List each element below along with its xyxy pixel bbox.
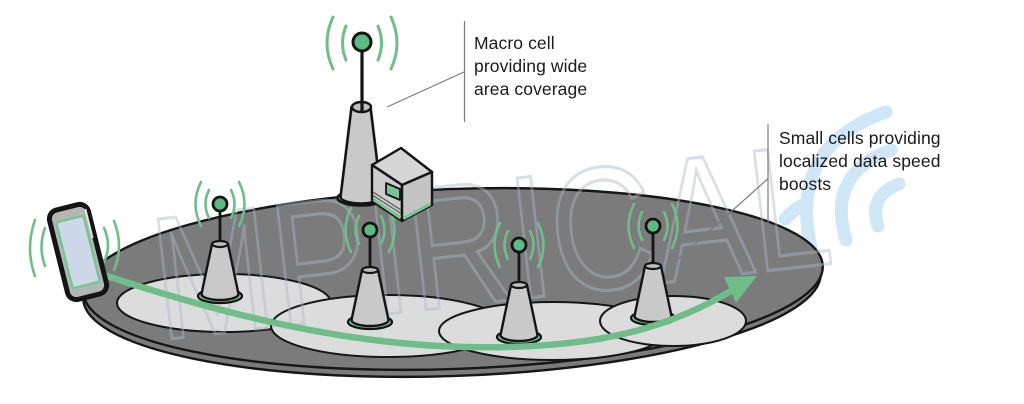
caption-line: Small cells providing bbox=[779, 128, 941, 148]
signal-wave-icon bbox=[376, 24, 383, 62]
device-screen bbox=[55, 214, 101, 290]
small-cells-caption: Small cells providing localized data spe… bbox=[779, 127, 941, 196]
caption-line: providing wide bbox=[474, 56, 588, 76]
arrowhead-icon bbox=[724, 276, 757, 303]
signal-wave-icon bbox=[325, 15, 335, 71]
cabinet-panel bbox=[385, 182, 401, 201]
signal-wave-icon bbox=[112, 219, 121, 272]
mobile-device bbox=[28, 201, 121, 303]
signal-arcs-logo-watermark bbox=[778, 105, 906, 259]
signal-wave-icon bbox=[389, 15, 399, 71]
caption-line: area coverage bbox=[474, 79, 588, 99]
caption-line: boosts bbox=[779, 174, 832, 194]
signal-wave-icon bbox=[40, 226, 47, 268]
equipment-cabinet bbox=[370, 146, 434, 223]
signal-wave-icon bbox=[341, 24, 348, 62]
macro-cell-caption: Macro cell providing wide area coverage bbox=[474, 32, 587, 101]
cabinet-green-trim bbox=[372, 198, 402, 220]
watermark-text: MPIRICAL bbox=[142, 107, 840, 378]
caption-line: localized data speed bbox=[779, 151, 941, 171]
caption-line: Macro cell bbox=[474, 33, 555, 53]
signal-wave-icon bbox=[28, 218, 37, 278]
cabinet-green-trim bbox=[402, 202, 432, 220]
leader-lines bbox=[386, 21, 769, 262]
signal-wave-icon bbox=[102, 226, 110, 264]
user-path-arrow bbox=[91, 268, 757, 351]
antenna-ball bbox=[351, 31, 373, 53]
